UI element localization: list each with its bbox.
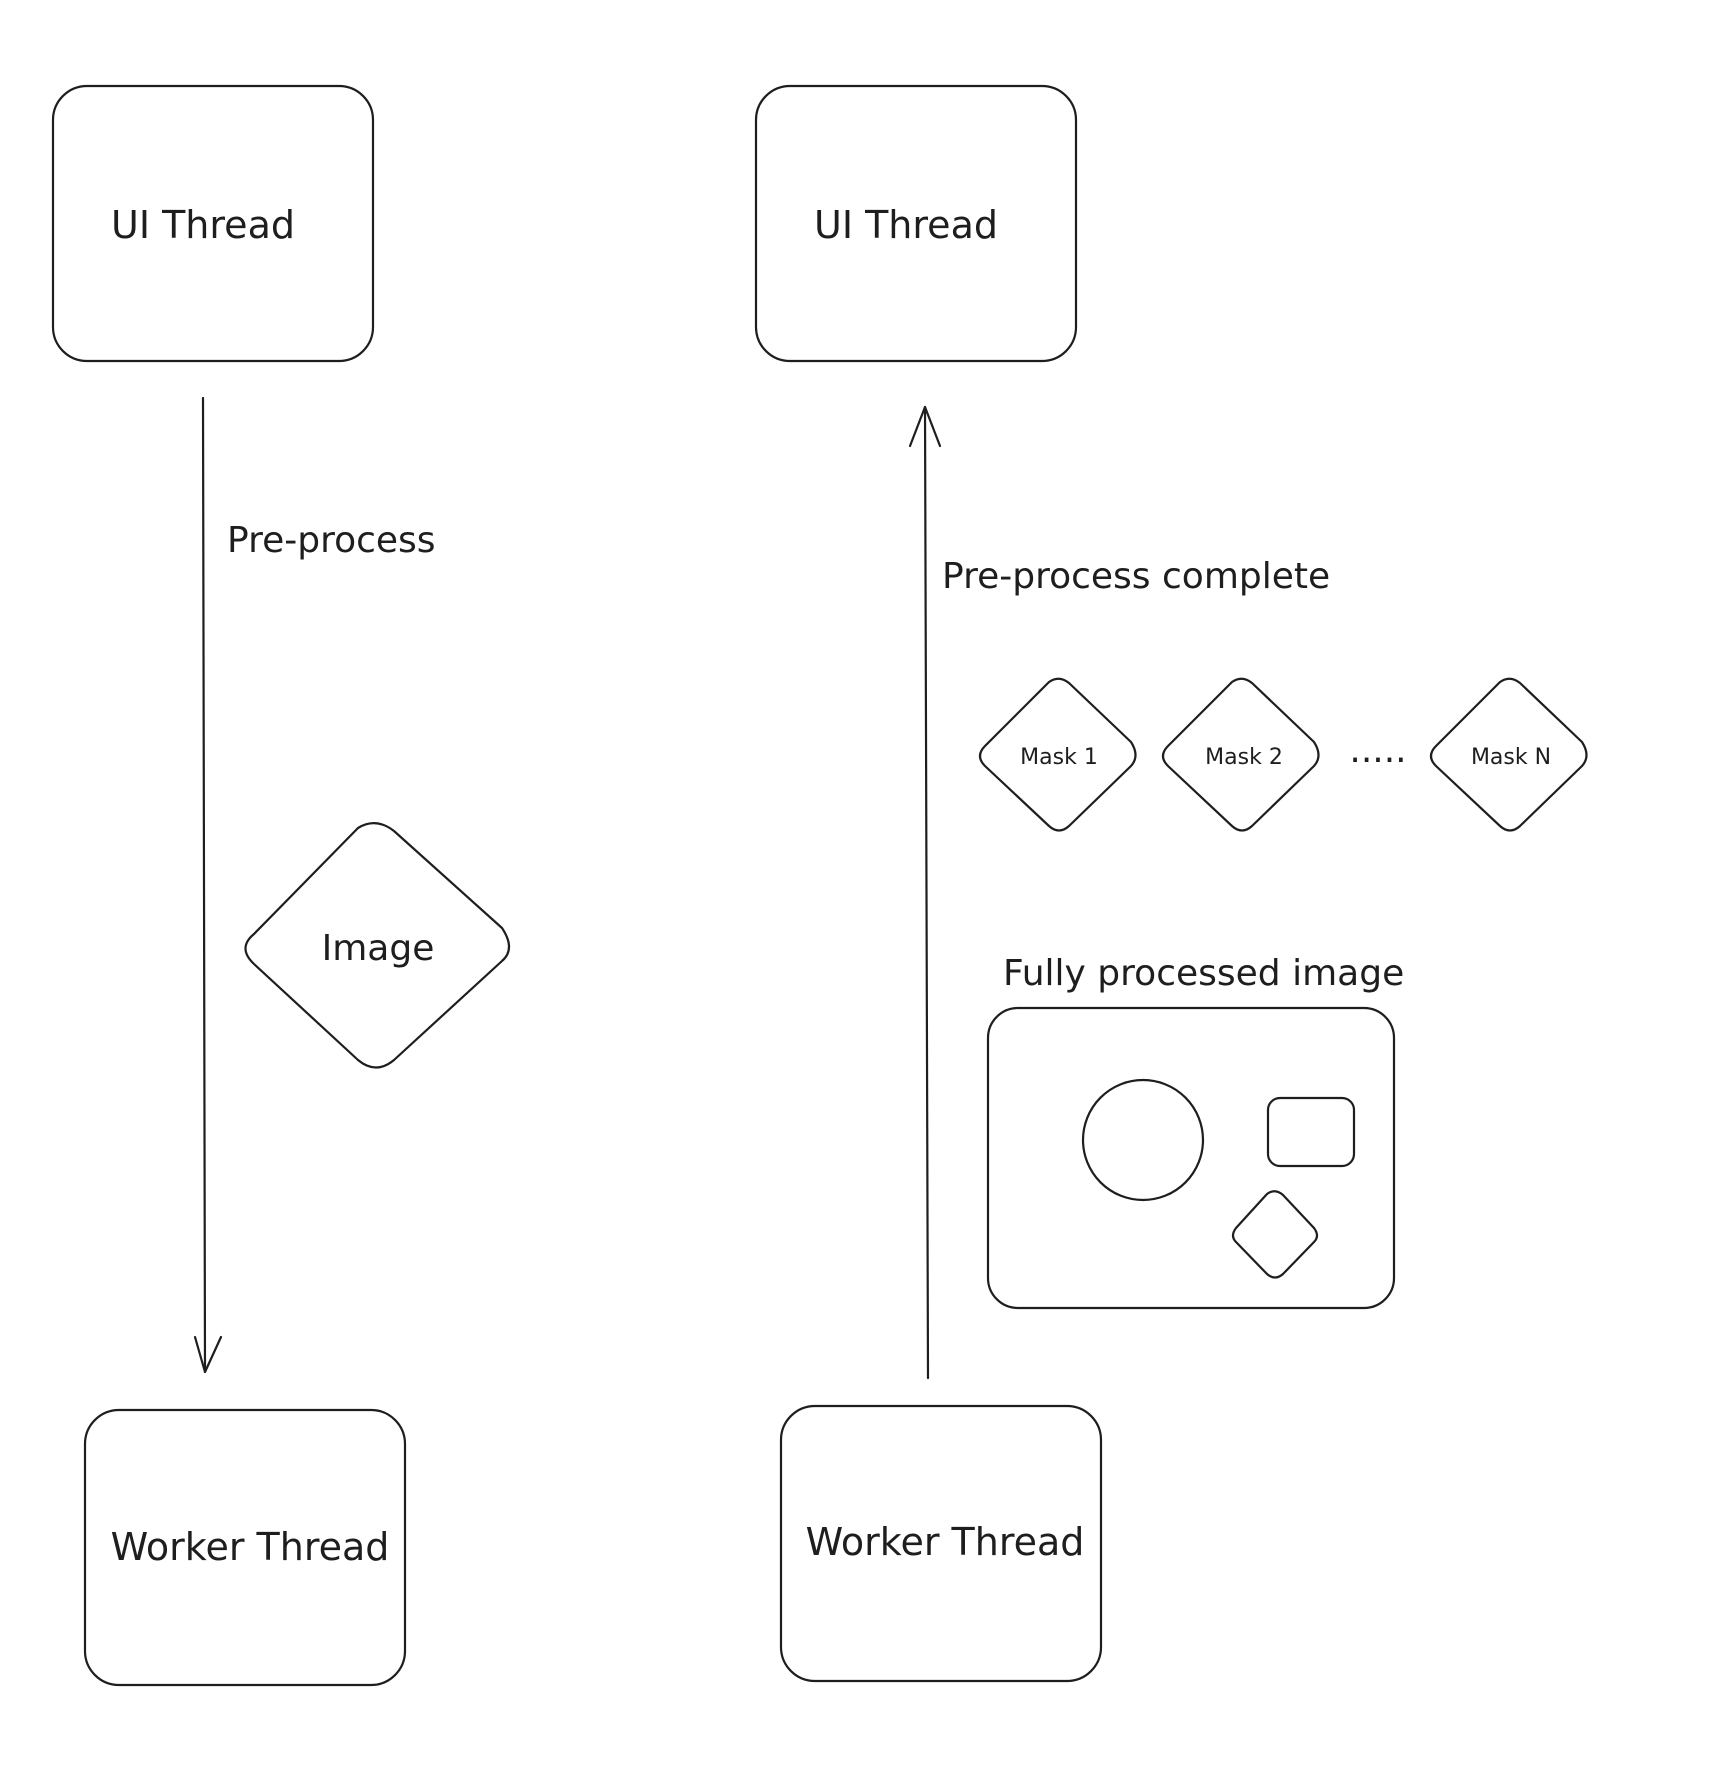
pre-process-arrow (193, 396, 223, 1374)
pre-process-complete-arrow (908, 405, 942, 1380)
ui-thread-right-node: UI Thread (754, 84, 1078, 363)
pre-process-complete-label: Pre-process complete (942, 556, 1330, 597)
worker-thread-right-node: Worker Thread (779, 1404, 1103, 1683)
mask-n-node: Mask N (1429, 677, 1588, 832)
worker-thread-left-node: Worker Thread (83, 1408, 407, 1687)
mask-1-node: Mask 1 (978, 677, 1137, 832)
worker-thread-left-label: Worker Thread (111, 1525, 390, 1569)
mask-1-label: Mask 1 (1020, 745, 1098, 770)
processed-image-square (1266, 1096, 1356, 1168)
pre-process-label: Pre-process (227, 520, 436, 561)
processed-image-label: Fully processed image (1003, 953, 1404, 994)
ellipsis-label: ..... (1349, 730, 1406, 771)
image-label: Image (322, 928, 435, 969)
processed-image-frame (986, 1006, 1396, 1310)
processed-image-diamond (1231, 1190, 1319, 1279)
worker-thread-right-label: Worker Thread (806, 1520, 1085, 1564)
mask-2-label: Mask 2 (1205, 745, 1283, 770)
ui-thread-left-label: UI Thread (111, 203, 295, 247)
mask-2-node: Mask 2 (1161, 677, 1320, 832)
processed-image-circle (1081, 1078, 1205, 1202)
image-node: Image (244, 822, 511, 1069)
ui-thread-right-label: UI Thread (814, 203, 998, 247)
ui-thread-left-node: UI Thread (51, 84, 375, 363)
mask-n-label: Mask N (1471, 745, 1551, 770)
